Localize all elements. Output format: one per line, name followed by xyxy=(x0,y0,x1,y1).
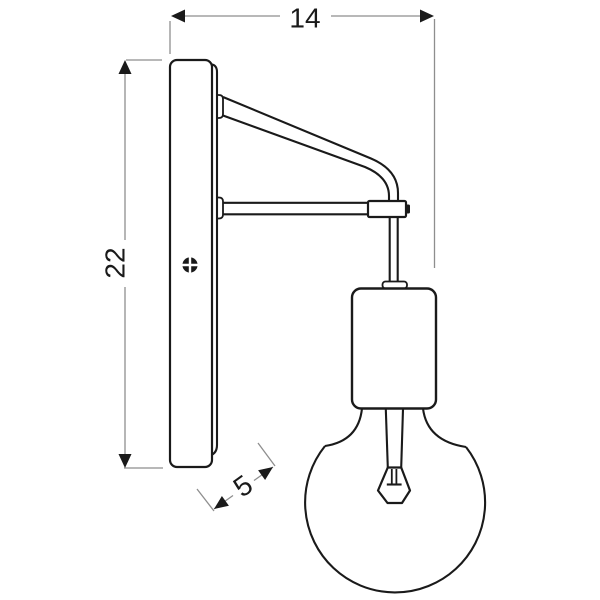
arm-connector-block xyxy=(366,199,408,219)
upper-arm-tube-outer xyxy=(222,96,400,202)
upper-arm-mount-stub xyxy=(217,94,224,119)
depth-extension-tick xyxy=(196,488,215,512)
wall-plate xyxy=(168,58,219,469)
lower-arm-mount-stub xyxy=(217,196,224,220)
depth-extension-tick xyxy=(257,442,276,467)
bulb-globe xyxy=(304,445,487,594)
upper-arm xyxy=(217,94,400,202)
height-dimension-label: 22 xyxy=(100,247,131,278)
arrow-left-icon xyxy=(171,9,185,23)
lamp-rod xyxy=(381,217,408,290)
lower-arm xyxy=(217,196,410,220)
lamp-holder xyxy=(350,287,438,410)
arrow-down-icon xyxy=(118,454,132,468)
arrow-right-icon xyxy=(420,9,434,23)
bulb-stem-tube xyxy=(400,408,405,468)
arrow-up-icon xyxy=(118,60,132,74)
bulb-neck-left xyxy=(324,408,364,448)
mounting-screw-icon xyxy=(181,256,199,274)
width-dimension: 14 xyxy=(169,3,436,268)
arrow-down-left-icon xyxy=(214,496,229,509)
upper-arm-tube-inner xyxy=(222,114,391,202)
arrow-up-right-icon xyxy=(258,467,273,480)
bulb-stem-tube xyxy=(384,408,389,468)
height-dimension: 22 xyxy=(100,59,163,469)
light-bulb xyxy=(304,408,487,594)
bulb-neck-right xyxy=(421,408,467,449)
width-dimension-label: 14 xyxy=(289,3,320,34)
connector-end-nub xyxy=(405,204,410,214)
depth-dimension-label: 5 xyxy=(228,469,259,503)
